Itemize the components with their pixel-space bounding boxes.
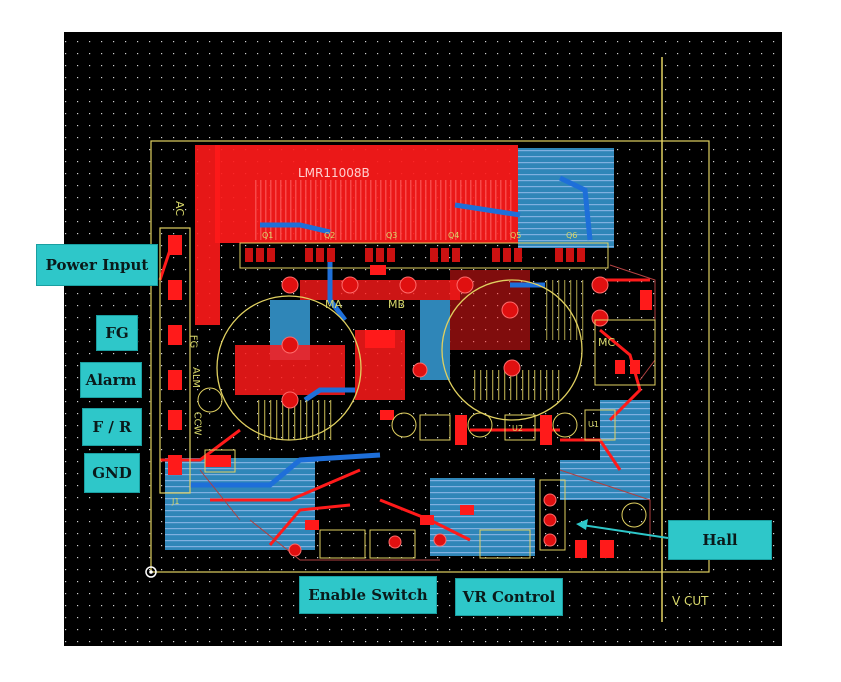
silk-label-alm: ALM	[190, 366, 202, 389]
mosfet-row	[239, 242, 609, 269]
chip-label: LMR11008B	[298, 166, 370, 180]
silk-label-q2: Q2	[324, 231, 336, 240]
v-cut-label: V CUT	[672, 594, 709, 608]
callout-vr-control: VR Control	[455, 578, 563, 616]
callout-fr: F / R	[82, 408, 142, 446]
through-hole-pads	[281, 276, 609, 557]
hall-pointer-arrow	[576, 519, 669, 539]
callout-enable-switch: Enable Switch	[299, 576, 437, 614]
silk-label-ccw: CCW	[191, 411, 203, 436]
silk-label-q5: Q5	[510, 231, 522, 240]
silk-label-ac: AC	[173, 200, 187, 217]
callout-power-input: Power Input	[36, 244, 158, 286]
callout-hall: Hall	[668, 520, 772, 560]
silk-label-mc: MC	[598, 336, 616, 349]
connector-j1	[159, 227, 191, 494]
silk-label-q1: Q1	[262, 231, 274, 240]
silk-label-ma: MA	[325, 298, 343, 311]
silk-label-u1: U1	[588, 420, 599, 429]
silk-label-u2: U2	[512, 424, 523, 433]
silk-label-q4: Q4	[448, 231, 460, 240]
silk-label-q3: Q3	[386, 231, 398, 240]
silk-label-fg: FG	[187, 334, 199, 349]
callout-fg: FG	[96, 315, 138, 351]
board-outline	[150, 140, 710, 573]
callout-alarm: Alarm	[80, 362, 142, 398]
silkscreen-outlines	[197, 319, 656, 559]
callout-gnd: GND	[84, 453, 140, 493]
bottom-traces	[190, 175, 593, 488]
silk-label-j1: J1	[172, 497, 180, 506]
smd-components	[205, 265, 652, 558]
silk-label-q6: Q6	[566, 231, 578, 240]
origin-marker	[145, 566, 157, 578]
silk-label-mb: MB	[388, 298, 406, 311]
motor-footprints	[216, 279, 585, 441]
thin-outline-traces	[199, 264, 656, 561]
